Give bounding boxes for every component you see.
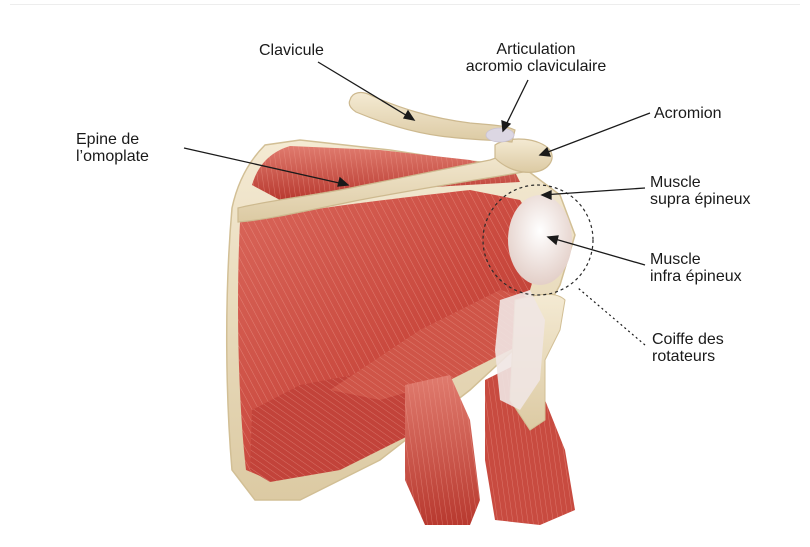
label-epine-line1: Epine de xyxy=(76,131,149,148)
label-infra-line1: Muscle xyxy=(650,251,742,268)
label-infra: Muscle infra épineux xyxy=(650,251,742,285)
label-coiffe-line2: rotateurs xyxy=(652,348,724,365)
label-supra-line2: supra épineux xyxy=(650,191,751,208)
label-supra: Muscle supra épineux xyxy=(650,174,751,208)
label-epine: Epine de l’omoplate xyxy=(76,131,149,165)
ac-joint xyxy=(486,128,514,142)
label-supra-line1: Muscle xyxy=(650,174,751,191)
label-acromion: Acromion xyxy=(654,105,722,122)
leader-line-coiffe xyxy=(578,288,645,345)
label-clavicule: Clavicule xyxy=(259,42,324,59)
label-articulation-line2: acromio claviculaire xyxy=(443,58,629,75)
label-articulation: Articulation acromio claviculaire xyxy=(443,41,629,75)
label-coiffe-line1: Coiffe des xyxy=(652,331,724,348)
leader-line-acromion xyxy=(540,113,650,155)
label-acromion-line1: Acromion xyxy=(654,105,722,122)
label-articulation-line1: Articulation xyxy=(443,41,629,58)
label-clavicule-line1: Clavicule xyxy=(259,42,324,59)
label-epine-line2: l’omoplate xyxy=(76,148,149,165)
humeral-head-tendon xyxy=(508,195,572,285)
label-infra-line2: infra épineux xyxy=(650,268,742,285)
label-coiffe: Coiffe des rotateurs xyxy=(652,331,724,365)
